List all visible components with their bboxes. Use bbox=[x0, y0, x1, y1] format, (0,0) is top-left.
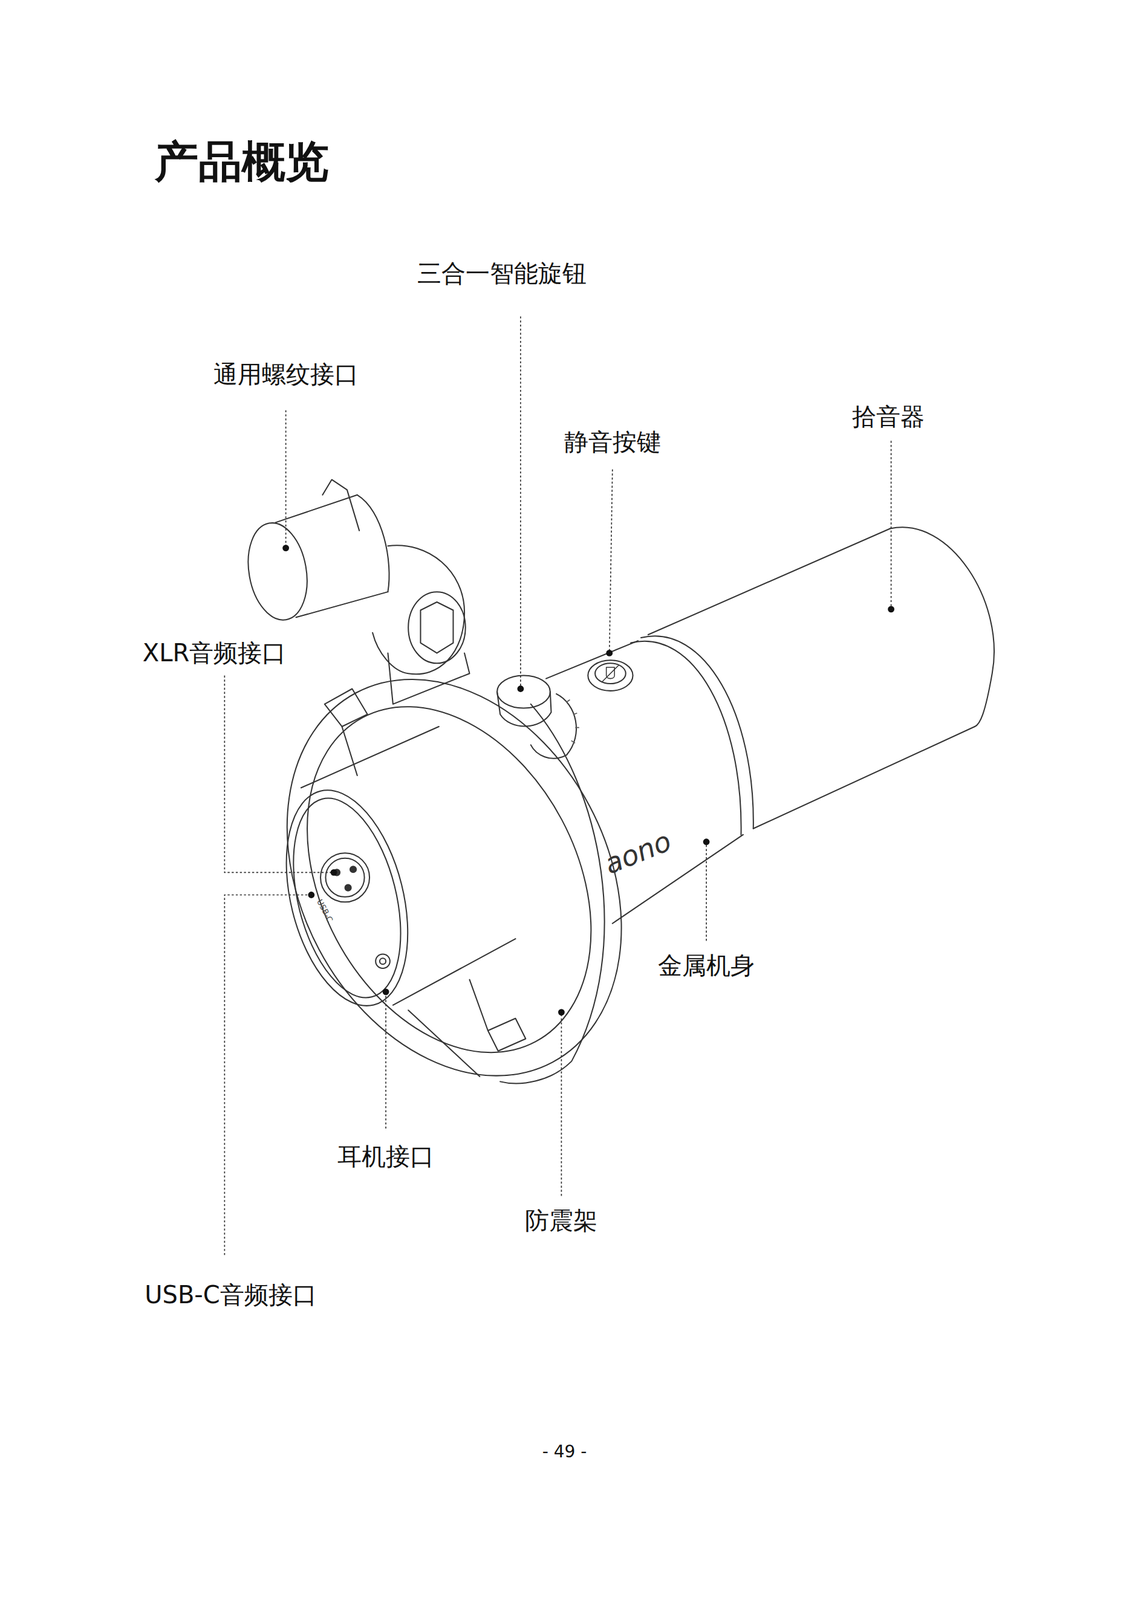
brand-logo: aono bbox=[599, 824, 677, 882]
part-label: 通用螺纹接口 bbox=[213, 359, 359, 389]
page-title: 产品概览 bbox=[154, 135, 329, 188]
part-label: 耳机接口 bbox=[337, 1142, 435, 1172]
part-label: 三合一智能旋钮 bbox=[417, 258, 587, 288]
part-label: USB-C音频接口 bbox=[144, 1280, 317, 1310]
part-label: XLR音频接口 bbox=[142, 638, 287, 668]
part-label: 静音按键 bbox=[564, 427, 661, 457]
part-label: 金属机身 bbox=[657, 951, 755, 981]
part-label: 防震架 bbox=[524, 1206, 598, 1236]
port-marking: USB-C bbox=[314, 898, 335, 925]
part-label: 拾音器 bbox=[852, 402, 925, 432]
page-number: - 49 - bbox=[542, 1442, 588, 1463]
